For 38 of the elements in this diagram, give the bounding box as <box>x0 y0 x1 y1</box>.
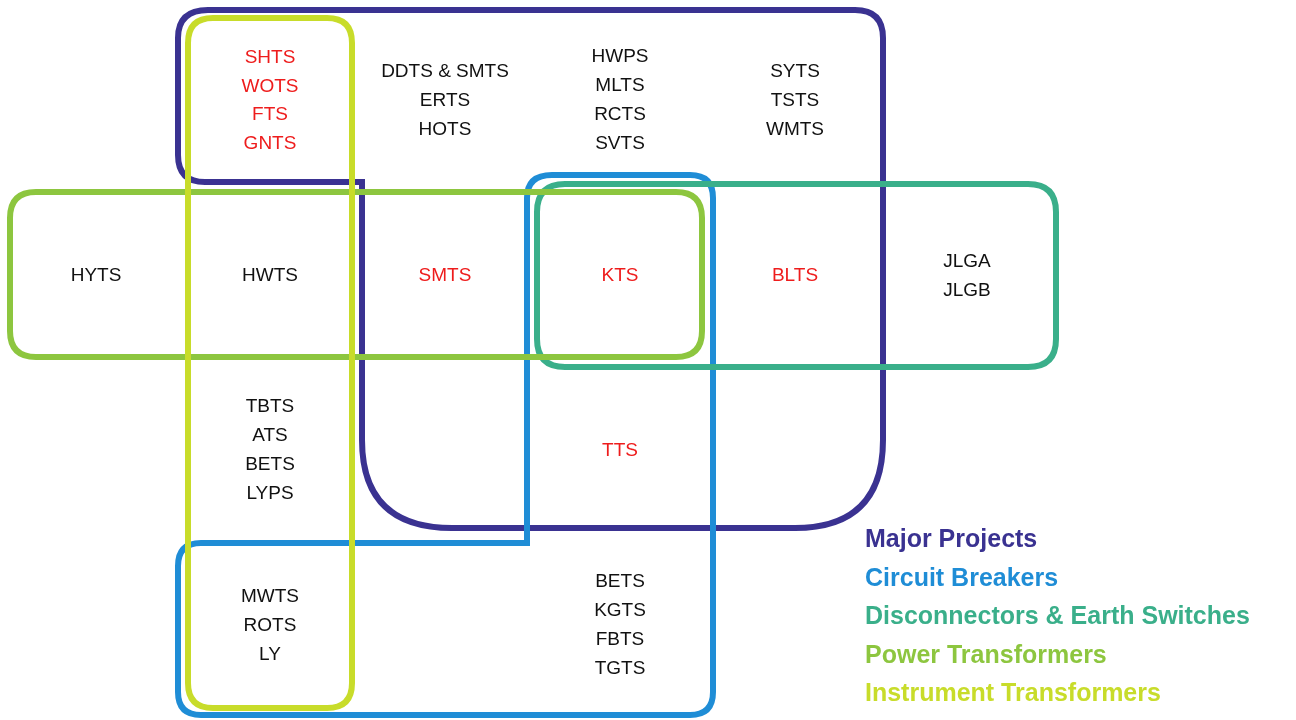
set-member-label: KTS <box>601 264 639 286</box>
set-member-label: FTS <box>252 103 288 125</box>
legend-entry: Instrument Transformers <box>865 677 1161 707</box>
set-member-label: DDTS & SMTS <box>381 60 509 82</box>
set-member-label: SHTS <box>244 46 296 68</box>
set-member-label: HWPS <box>591 45 649 67</box>
set-member-label: LY <box>259 643 281 665</box>
set-member-label: TBTS <box>245 395 295 417</box>
set-member-label: SMTS <box>418 264 472 286</box>
set-member-label: SVTS <box>595 132 645 154</box>
set-member-label: FBTS <box>595 628 645 650</box>
set-member-label: WMTS <box>766 118 824 140</box>
legend-entry: Circuit Breakers <box>865 561 1059 592</box>
set-member-label: TTS <box>602 439 638 461</box>
set-member-label: SYTS <box>770 60 820 82</box>
set-member-label: BETS <box>595 570 645 592</box>
set-member-label: HWTS <box>242 264 298 286</box>
set-member-label: GNTS <box>243 132 297 154</box>
set-member-label: TGTS <box>594 657 646 679</box>
set-member-label: HYTS <box>70 264 122 286</box>
legend-entry: Disconnectors & Earth Switches <box>865 600 1250 630</box>
set-member-label: KGTS <box>594 599 646 621</box>
set-member-label: BETS <box>245 453 295 475</box>
legend-entry: Power Transformers <box>865 638 1107 669</box>
legend-entry: Major Projects <box>865 523 1038 553</box>
set-member-label: TSTS <box>770 89 820 111</box>
set-member-label: MWTS <box>241 585 299 607</box>
set-member-label: BLTS <box>771 264 819 286</box>
set-member-label: JLGB <box>943 279 991 301</box>
set-member-label: ROTS <box>243 614 297 636</box>
set-member-label: LYPS <box>246 482 294 504</box>
set-member-label: WOTS <box>241 75 299 97</box>
set-member-label: ERTS <box>419 89 471 111</box>
set-member-label: ATS <box>252 424 288 446</box>
set-member-label: MLTS <box>595 74 645 96</box>
set-member-label: JLGA <box>943 250 991 272</box>
set-member-label: RCTS <box>594 103 646 125</box>
set-member-label: HOTS <box>418 118 472 140</box>
